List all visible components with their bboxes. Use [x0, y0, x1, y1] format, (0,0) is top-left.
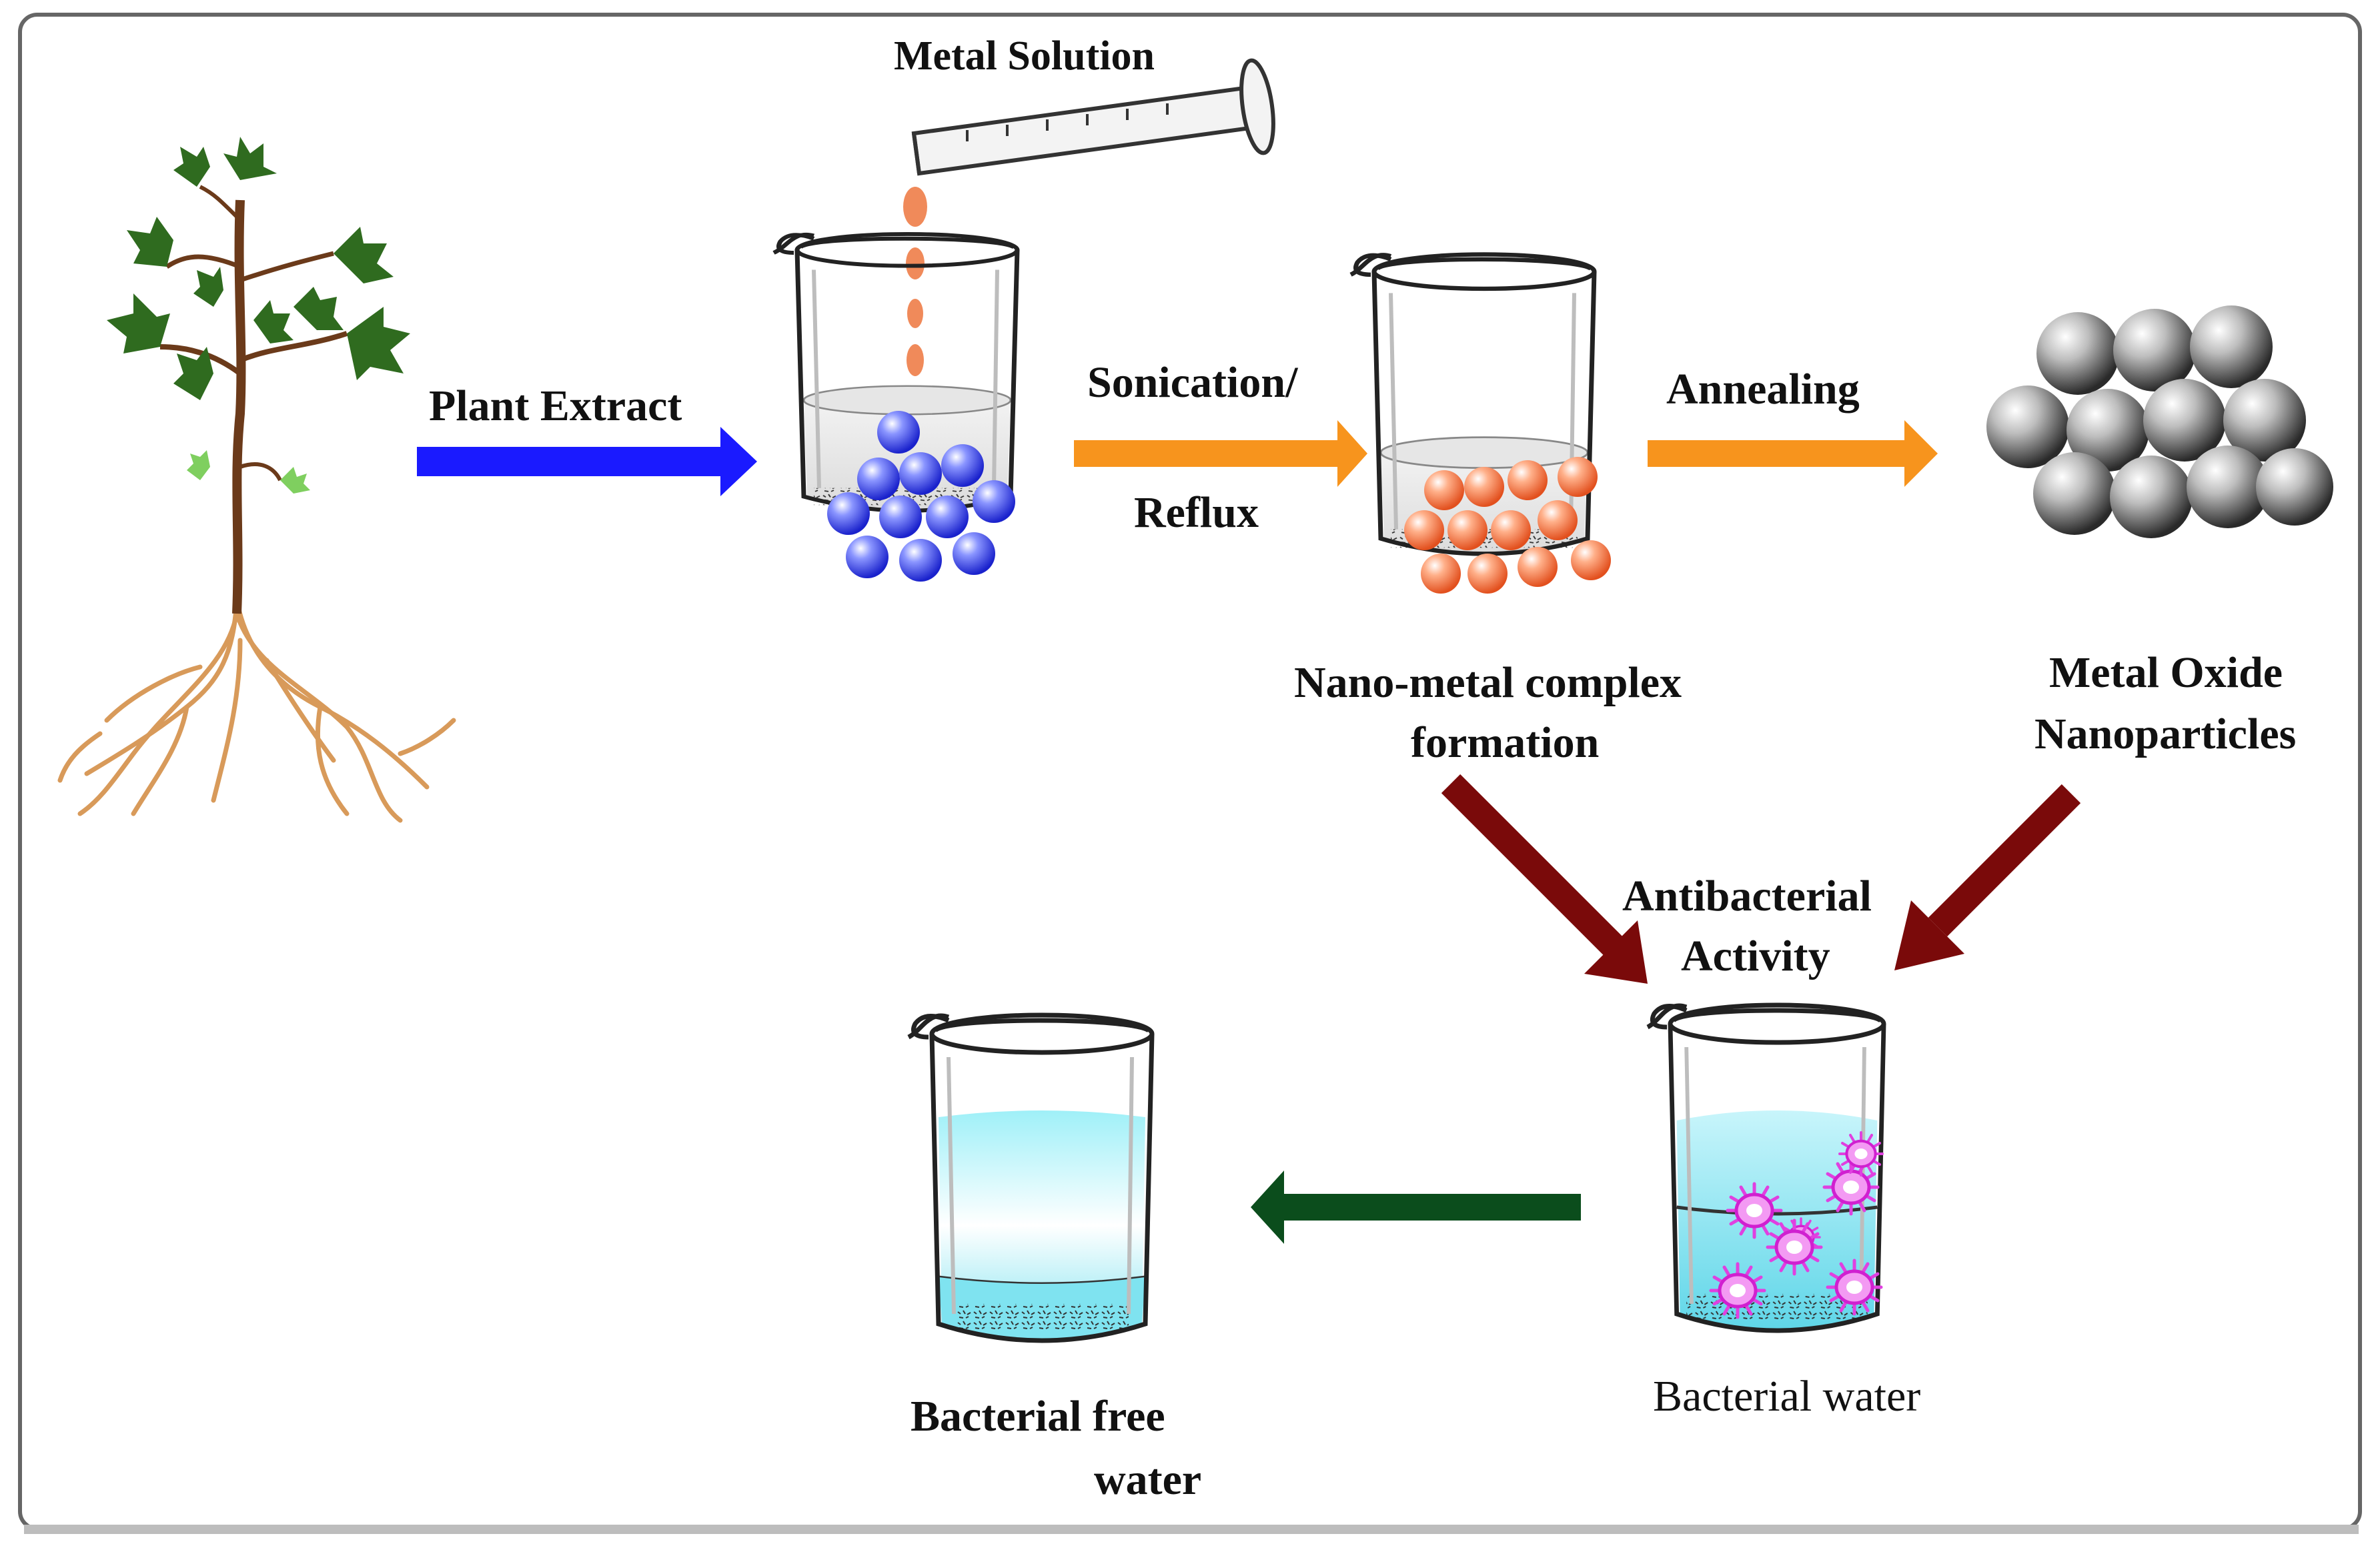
plant-extract-label: Plant Extract: [429, 381, 682, 430]
metal-oxide-label-line1: Metal Oxide: [2049, 648, 2283, 697]
annealing-arrow: [1648, 420, 1938, 487]
nano-complex-label-line2: formation: [1411, 718, 1599, 767]
orange-nanoparticles: [1404, 457, 1611, 594]
metal-oxide-nanoparticles: [1986, 305, 2333, 538]
sonication-arrow: [1074, 420, 1367, 487]
beaker-icon: [909, 1015, 1152, 1341]
purification-arrow: [1251, 1171, 1581, 1244]
blue-nanoparticles: [827, 411, 1015, 582]
pipette-icon: [911, 58, 1275, 176]
antibacterial-label-line2: Activity: [1681, 932, 1830, 980]
antibacterial-label-line1: Antibacterial: [1622, 872, 1872, 920]
plant-extract-arrow: [417, 427, 757, 496]
antibacterial-arrow-right: [1894, 784, 2081, 970]
antibacterial-arrow-left: [1441, 774, 1648, 984]
sonication-label: Sonication/: [1087, 358, 1299, 407]
bacterial-free-label-line1: Bacterial free: [911, 1392, 1165, 1441]
annealing-label: Annealing: [1666, 365, 1860, 414]
bacterial-water-label: Bacterial water: [1653, 1372, 1920, 1421]
reflux-label: Reflux: [1134, 488, 1259, 537]
bacterial-free-label-line2: water: [1094, 1455, 1201, 1504]
metal-oxide-label-line2: Nanoparticles: [2034, 710, 2296, 758]
metal-solution-label: Metal Solution: [894, 33, 1155, 79]
nano-complex-label-line1: Nano-metal complex: [1294, 658, 1682, 707]
plant-icon: [57, 137, 456, 823]
